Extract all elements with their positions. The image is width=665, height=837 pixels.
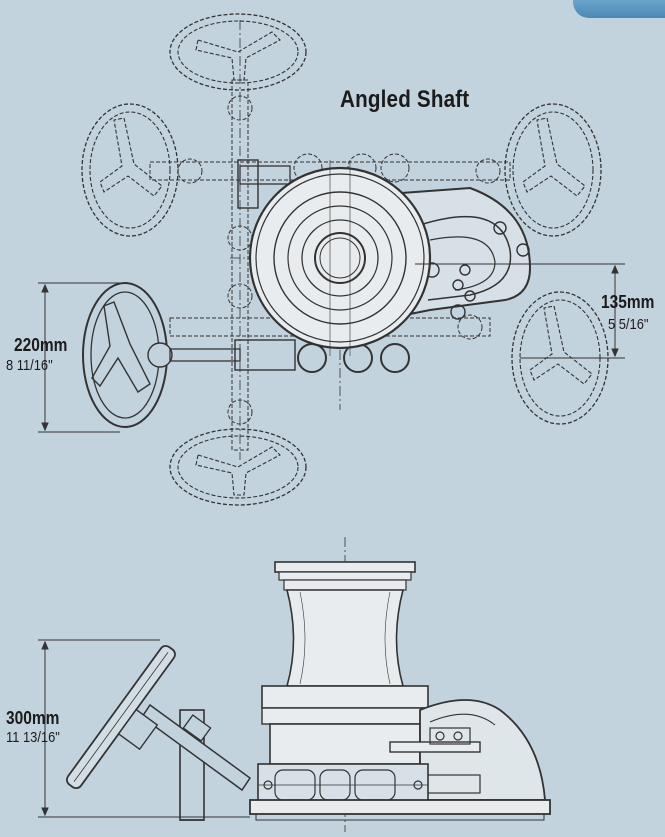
dimension-135-inch: 5 5/16" [608,316,649,333]
dimension-220-mm: 220mm [14,335,68,355]
diagram-title: Angled Shaft [340,86,470,113]
dimension-135 [415,263,625,359]
dimension-300-inch: 11 13/16" [6,729,60,746]
dimension-300-mm: 300mm [6,708,60,728]
dimension-220-inch: 8 11/16" [6,357,53,374]
dimension-135-mm: 135mm [601,292,655,312]
side-view [66,537,551,832]
dimension-220 [38,282,120,433]
dimension-300 [38,639,250,818]
corner-tab [573,0,665,18]
top-view [81,13,609,506]
